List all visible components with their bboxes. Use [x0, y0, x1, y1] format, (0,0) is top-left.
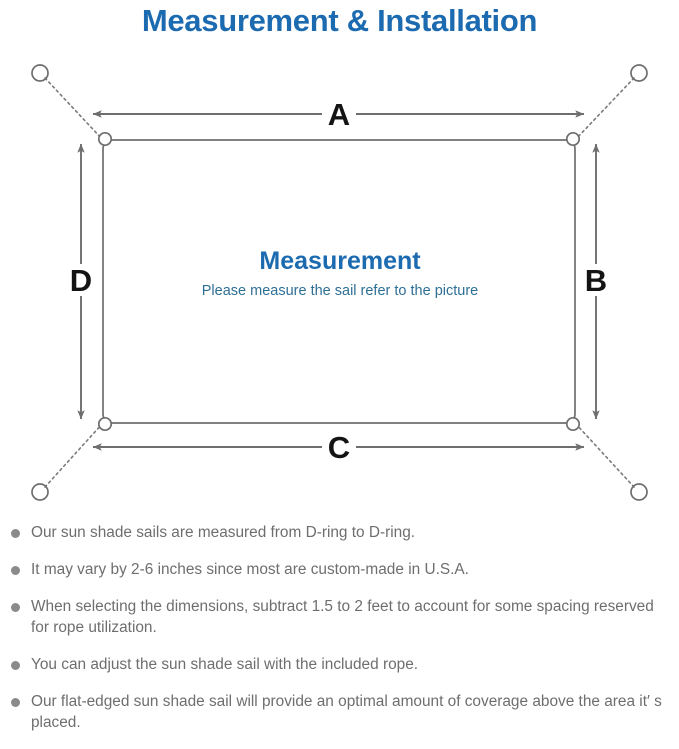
anchor-point-top-left	[31, 64, 49, 82]
diagram-center-heading: Measurement	[259, 247, 421, 275]
notes-list: Our sun shade sails are measured from D-…	[0, 522, 679, 749]
rope-lines	[44, 77, 635, 488]
list-item: You can adjust the sun shade sail with t…	[0, 654, 679, 675]
d-ring-top-left	[97, 131, 113, 147]
d-ring-top-right	[565, 131, 581, 147]
list-item-text: When selecting the dimensions, subtract …	[31, 598, 654, 636]
measurement-diagram: A C D B Measurement Please measure the s…	[0, 46, 679, 516]
rope-line-top-left	[44, 77, 104, 141]
list-item-text: Our flat-edged sun shade sail will provi…	[31, 693, 662, 731]
anchor-points	[31, 64, 648, 501]
shade-sail-body	[102, 139, 576, 424]
bullet-icon	[11, 603, 20, 612]
d-ring-bottom-left	[97, 416, 113, 432]
bullet-icon	[11, 661, 20, 670]
bullet-icon	[11, 529, 20, 538]
rope-line-top-right	[574, 77, 635, 141]
list-item: Our sun shade sails are measured from D-…	[0, 522, 679, 543]
d-ring-bottom-right	[565, 416, 581, 432]
rope-line-bottom-right	[574, 422, 635, 488]
list-item-text: It may vary by 2-6 inches since most are…	[31, 561, 469, 578]
list-item: Our flat-edged sun shade sail will provi…	[0, 691, 679, 733]
rope-line-bottom-left	[44, 422, 104, 488]
diagram-center-subtext: Please measure the sail refer to the pic…	[202, 283, 478, 299]
dimension-label-c: C	[328, 430, 350, 465]
dimension-label-d: D	[70, 263, 92, 298]
anchor-point-bottom-right	[630, 483, 648, 501]
d-rings	[97, 131, 581, 432]
dimension-label-a: A	[328, 97, 350, 132]
anchor-point-top-right	[630, 64, 648, 82]
bullet-icon	[11, 566, 20, 575]
bullet-icon	[11, 698, 20, 707]
dimension-label-b: B	[585, 263, 607, 298]
page-title: Measurement & Installation	[141, 3, 538, 38]
list-item-text: Our sun shade sails are measured from D-…	[31, 524, 416, 541]
list-item: It may vary by 2-6 inches since most are…	[0, 559, 679, 580]
list-item-text: You can adjust the sun shade sail with t…	[31, 656, 419, 673]
list-item: When selecting the dimensions, subtract …	[0, 596, 679, 638]
anchor-point-bottom-left	[31, 483, 49, 501]
